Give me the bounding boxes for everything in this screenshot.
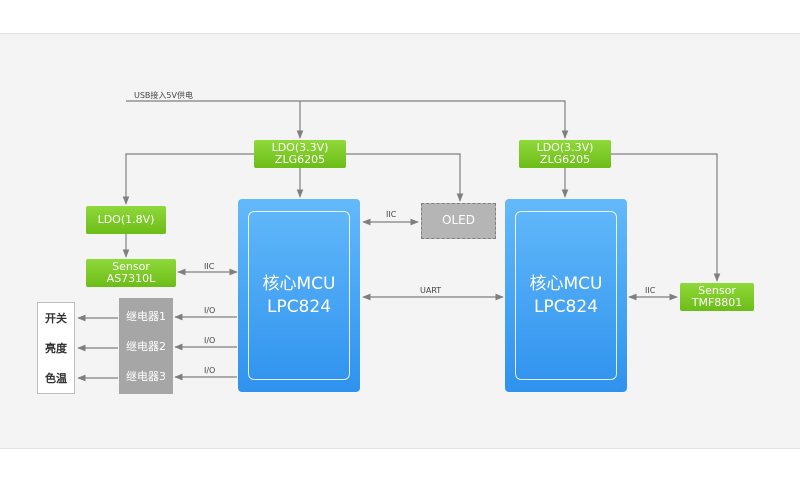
power-label: USB接入5V供电 xyxy=(134,91,193,100)
ldo-left-line2: ZLG6205 xyxy=(274,153,326,166)
ldo-18-box: LDO(1.8V) xyxy=(86,206,166,234)
sensor-right-line2: TMF8801 xyxy=(691,296,743,309)
iic-label-oled: IIC xyxy=(386,210,397,219)
oled-label: OLED xyxy=(442,213,475,228)
sensor-right-line1: Sensor xyxy=(698,283,736,297)
mcu-right-box: 核心MCU LPC824 xyxy=(505,199,627,392)
mcu-left-line2: LPC824 xyxy=(266,296,332,317)
iic-label-sensor-left: IIC xyxy=(204,262,215,271)
mcu-right-frame xyxy=(515,211,617,380)
sensor-left-line1: Sensor xyxy=(112,259,150,273)
ldo-right-line1: LDO(3.3V) xyxy=(536,140,594,154)
sensor-left-line2: AS7310L xyxy=(106,272,156,285)
mcu-left-frame xyxy=(248,211,350,380)
mcu-right-line2: LPC824 xyxy=(533,296,599,317)
output-switch-label: 开关 xyxy=(45,312,67,325)
ldo-18-label: LDO(1.8V) xyxy=(97,212,155,226)
sensor-left-box: Sensor AS7310L xyxy=(86,259,176,287)
iic-label-sensor-right: IIC xyxy=(645,286,656,295)
output-color-temp-label: 色温 xyxy=(45,372,67,385)
relay-1-label: 继电器1 xyxy=(126,310,166,323)
ldo-left-to-ldo18 xyxy=(122,153,254,205)
ldo-left-line1: LDO(3.3V) xyxy=(271,140,329,154)
power-bus-line xyxy=(126,100,569,139)
mcu-left-line1: 核心MCU xyxy=(262,273,336,294)
io-label-3: I/O xyxy=(204,366,216,375)
io-label-1: I/O xyxy=(204,306,216,315)
mcu-right-line1: 核心MCU xyxy=(529,273,603,294)
io-label-2: I/O xyxy=(204,336,216,345)
ldo-right-to-sensor-right xyxy=(611,153,721,282)
relay-2-label: 继电器2 xyxy=(126,340,166,353)
sensor-right-box: Sensor TMF8801 xyxy=(680,283,754,311)
oled-box: OLED xyxy=(421,203,496,239)
output-brightness-label: 亮度 xyxy=(45,342,67,355)
mcu-left-box: 核心MCU LPC824 xyxy=(238,199,360,392)
relay-3-label: 继电器3 xyxy=(126,370,166,383)
relay-group: 继电器1 继电器2 继电器3 xyxy=(119,298,173,394)
output-group: 开关 亮度 色温 xyxy=(37,302,75,394)
ldo-left-to-oled xyxy=(346,153,464,202)
uart-label: UART xyxy=(420,286,442,295)
ldo-right-box: LDO(3.3V) ZLG6205 xyxy=(519,140,611,168)
ldo-left-box: LDO(3.3V) ZLG6205 xyxy=(254,140,346,168)
ldo-right-line2: ZLG6205 xyxy=(539,153,591,166)
